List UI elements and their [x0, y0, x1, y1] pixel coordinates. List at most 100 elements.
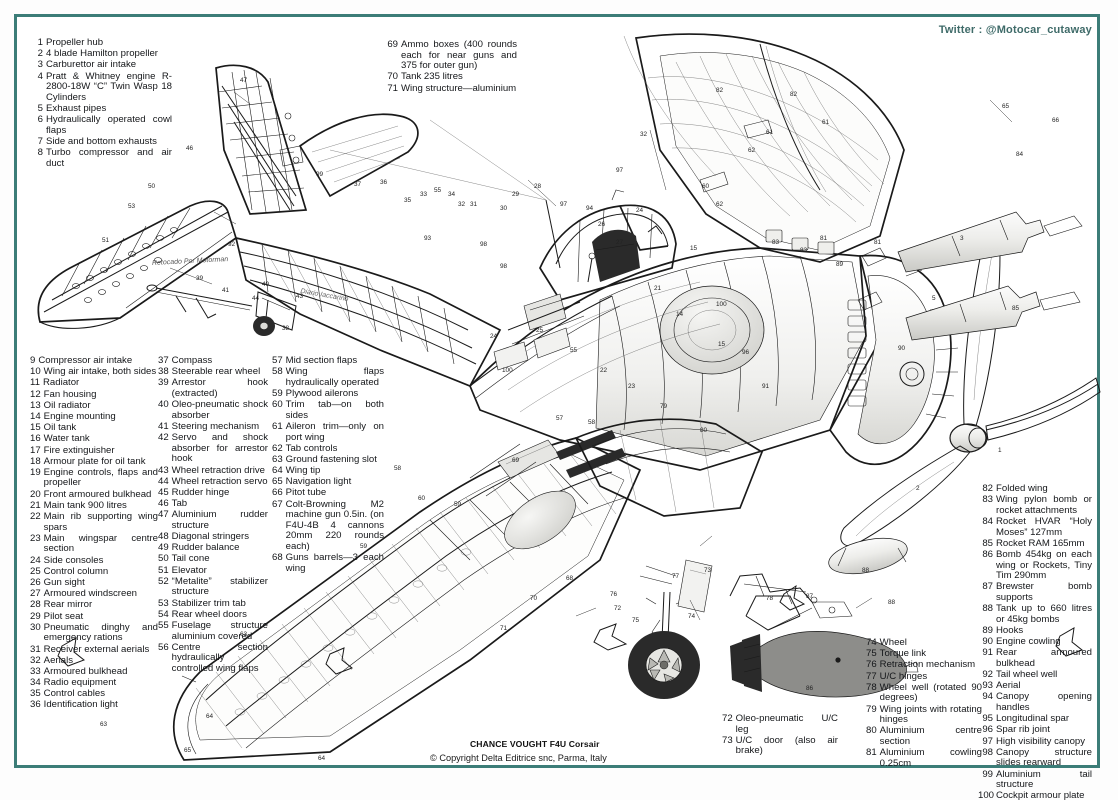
svg-text:77: 77 [672, 573, 680, 580]
legend-item-text: Armour plate for oil tank [43, 455, 146, 467]
legend-item-number: 55 [158, 619, 169, 631]
legend-item-text: Wheel well (rotated 90 degrees) [879, 681, 982, 704]
legend-item-number: 48 [158, 531, 169, 543]
legend-item-number: 51 [158, 564, 169, 576]
svg-text:96: 96 [742, 349, 750, 356]
legend-item-number: 86 [982, 548, 993, 560]
svg-text:73: 73 [704, 567, 712, 574]
legend-item-text: Servo and shock absorber for arrestor ho… [171, 432, 268, 465]
legend-item-number: 70 [387, 71, 398, 83]
legend-item-number: 49 [158, 542, 169, 554]
legend-item-text: Colt-Browning M2 machine gun 0.5in. (on … [285, 498, 384, 553]
legend-item-number: 75 [866, 648, 877, 660]
legend-item-text: Brewster bomb supports [996, 581, 1092, 603]
svg-text:60: 60 [418, 495, 426, 502]
svg-text:68: 68 [566, 575, 574, 582]
svg-text:36: 36 [380, 179, 388, 186]
legend-item-text: Wing structure—aluminium [401, 82, 517, 94]
legend-item-text: Steering mechanism [171, 420, 260, 432]
legend-item-number: 38 [158, 366, 169, 378]
legend-item-number: 11 [30, 377, 40, 389]
legend-item-number: 7 [37, 135, 43, 147]
legend-item-text: Retraction mechanism [879, 659, 976, 671]
legend-item-number: 74 [866, 637, 877, 648]
legend-item-number: 12 [30, 388, 41, 400]
legend-item-number: 47 [158, 509, 169, 521]
svg-text:28: 28 [534, 183, 542, 190]
svg-text:61: 61 [766, 129, 774, 136]
bomb-454kg [730, 631, 919, 698]
legend-item-number: 98 [982, 746, 993, 758]
svg-text:3: 3 [960, 235, 964, 242]
legend-item-number: 28 [30, 599, 41, 611]
legend-item-number: 62 [272, 442, 283, 454]
legend-item-text: Wheel retraction servo [171, 475, 268, 487]
svg-text:66: 66 [1052, 117, 1060, 124]
legend-item-number: 41 [158, 420, 169, 432]
legend-item-number: 19 [30, 466, 41, 478]
brewster-bomb-support [729, 573, 818, 605]
legend-item-number: 78 [866, 681, 877, 693]
starboard-wing-upper [623, 33, 905, 263]
port-wing-lower [172, 430, 642, 761]
legend-item-text: Oleo-pneumatic shock absorber [171, 399, 268, 421]
svg-text:81: 81 [820, 235, 828, 242]
legend-item-number: 35 [30, 688, 41, 700]
svg-text:71: 71 [500, 625, 508, 632]
legend-item-number: 95 [982, 713, 993, 725]
legend-item-text: Fire extinguisher [43, 444, 115, 456]
legend-item-text: Arrestor hook (extracted) [171, 377, 268, 399]
svg-text:41: 41 [222, 287, 230, 294]
legend-item-text: Rocket HVAR “Holy Moses” 127mm [996, 515, 1092, 538]
legend-item-text: U/C hinges [879, 670, 928, 682]
legend-item-text: Aileron trim—only on port wing [285, 420, 384, 443]
legend-item-text: Wing joints with rotating hinges [879, 703, 982, 726]
legend-item-number: 56 [158, 641, 169, 653]
legend-item-text: Tail cone [171, 553, 210, 565]
legend-item-number: 1 [37, 37, 43, 48]
legend-item-text: Pneumatic dinghy and emergency rations [43, 621, 158, 644]
legend-item-text: Tail wheel well [996, 669, 1058, 681]
legend-item-number: 9 [30, 355, 36, 366]
legend-item-number: 84 [982, 515, 993, 527]
svg-text:83: 83 [800, 247, 808, 254]
legend-item-number: 97 [982, 735, 993, 747]
legend-item-text: Engine controls, flaps and propeller [43, 466, 158, 489]
legend-item-number: 80 [866, 725, 877, 737]
svg-text:91: 91 [762, 383, 770, 390]
legend-item-number: 93 [982, 680, 993, 692]
legend-item-text: Plywood ailerons [285, 387, 359, 399]
svg-text:46: 46 [186, 145, 194, 152]
legend-item-text: Rear armoured bulkhead [996, 647, 1092, 669]
legend-item-text: Stabilizer trim tab [171, 597, 246, 609]
legend-item-number: 4 [37, 70, 43, 82]
legend-item-number: 16 [30, 433, 41, 445]
legend-item-number: 6 [37, 114, 43, 126]
svg-text:63: 63 [240, 631, 248, 638]
svg-text:51: 51 [102, 237, 110, 244]
legend-item-number: 50 [158, 553, 169, 565]
